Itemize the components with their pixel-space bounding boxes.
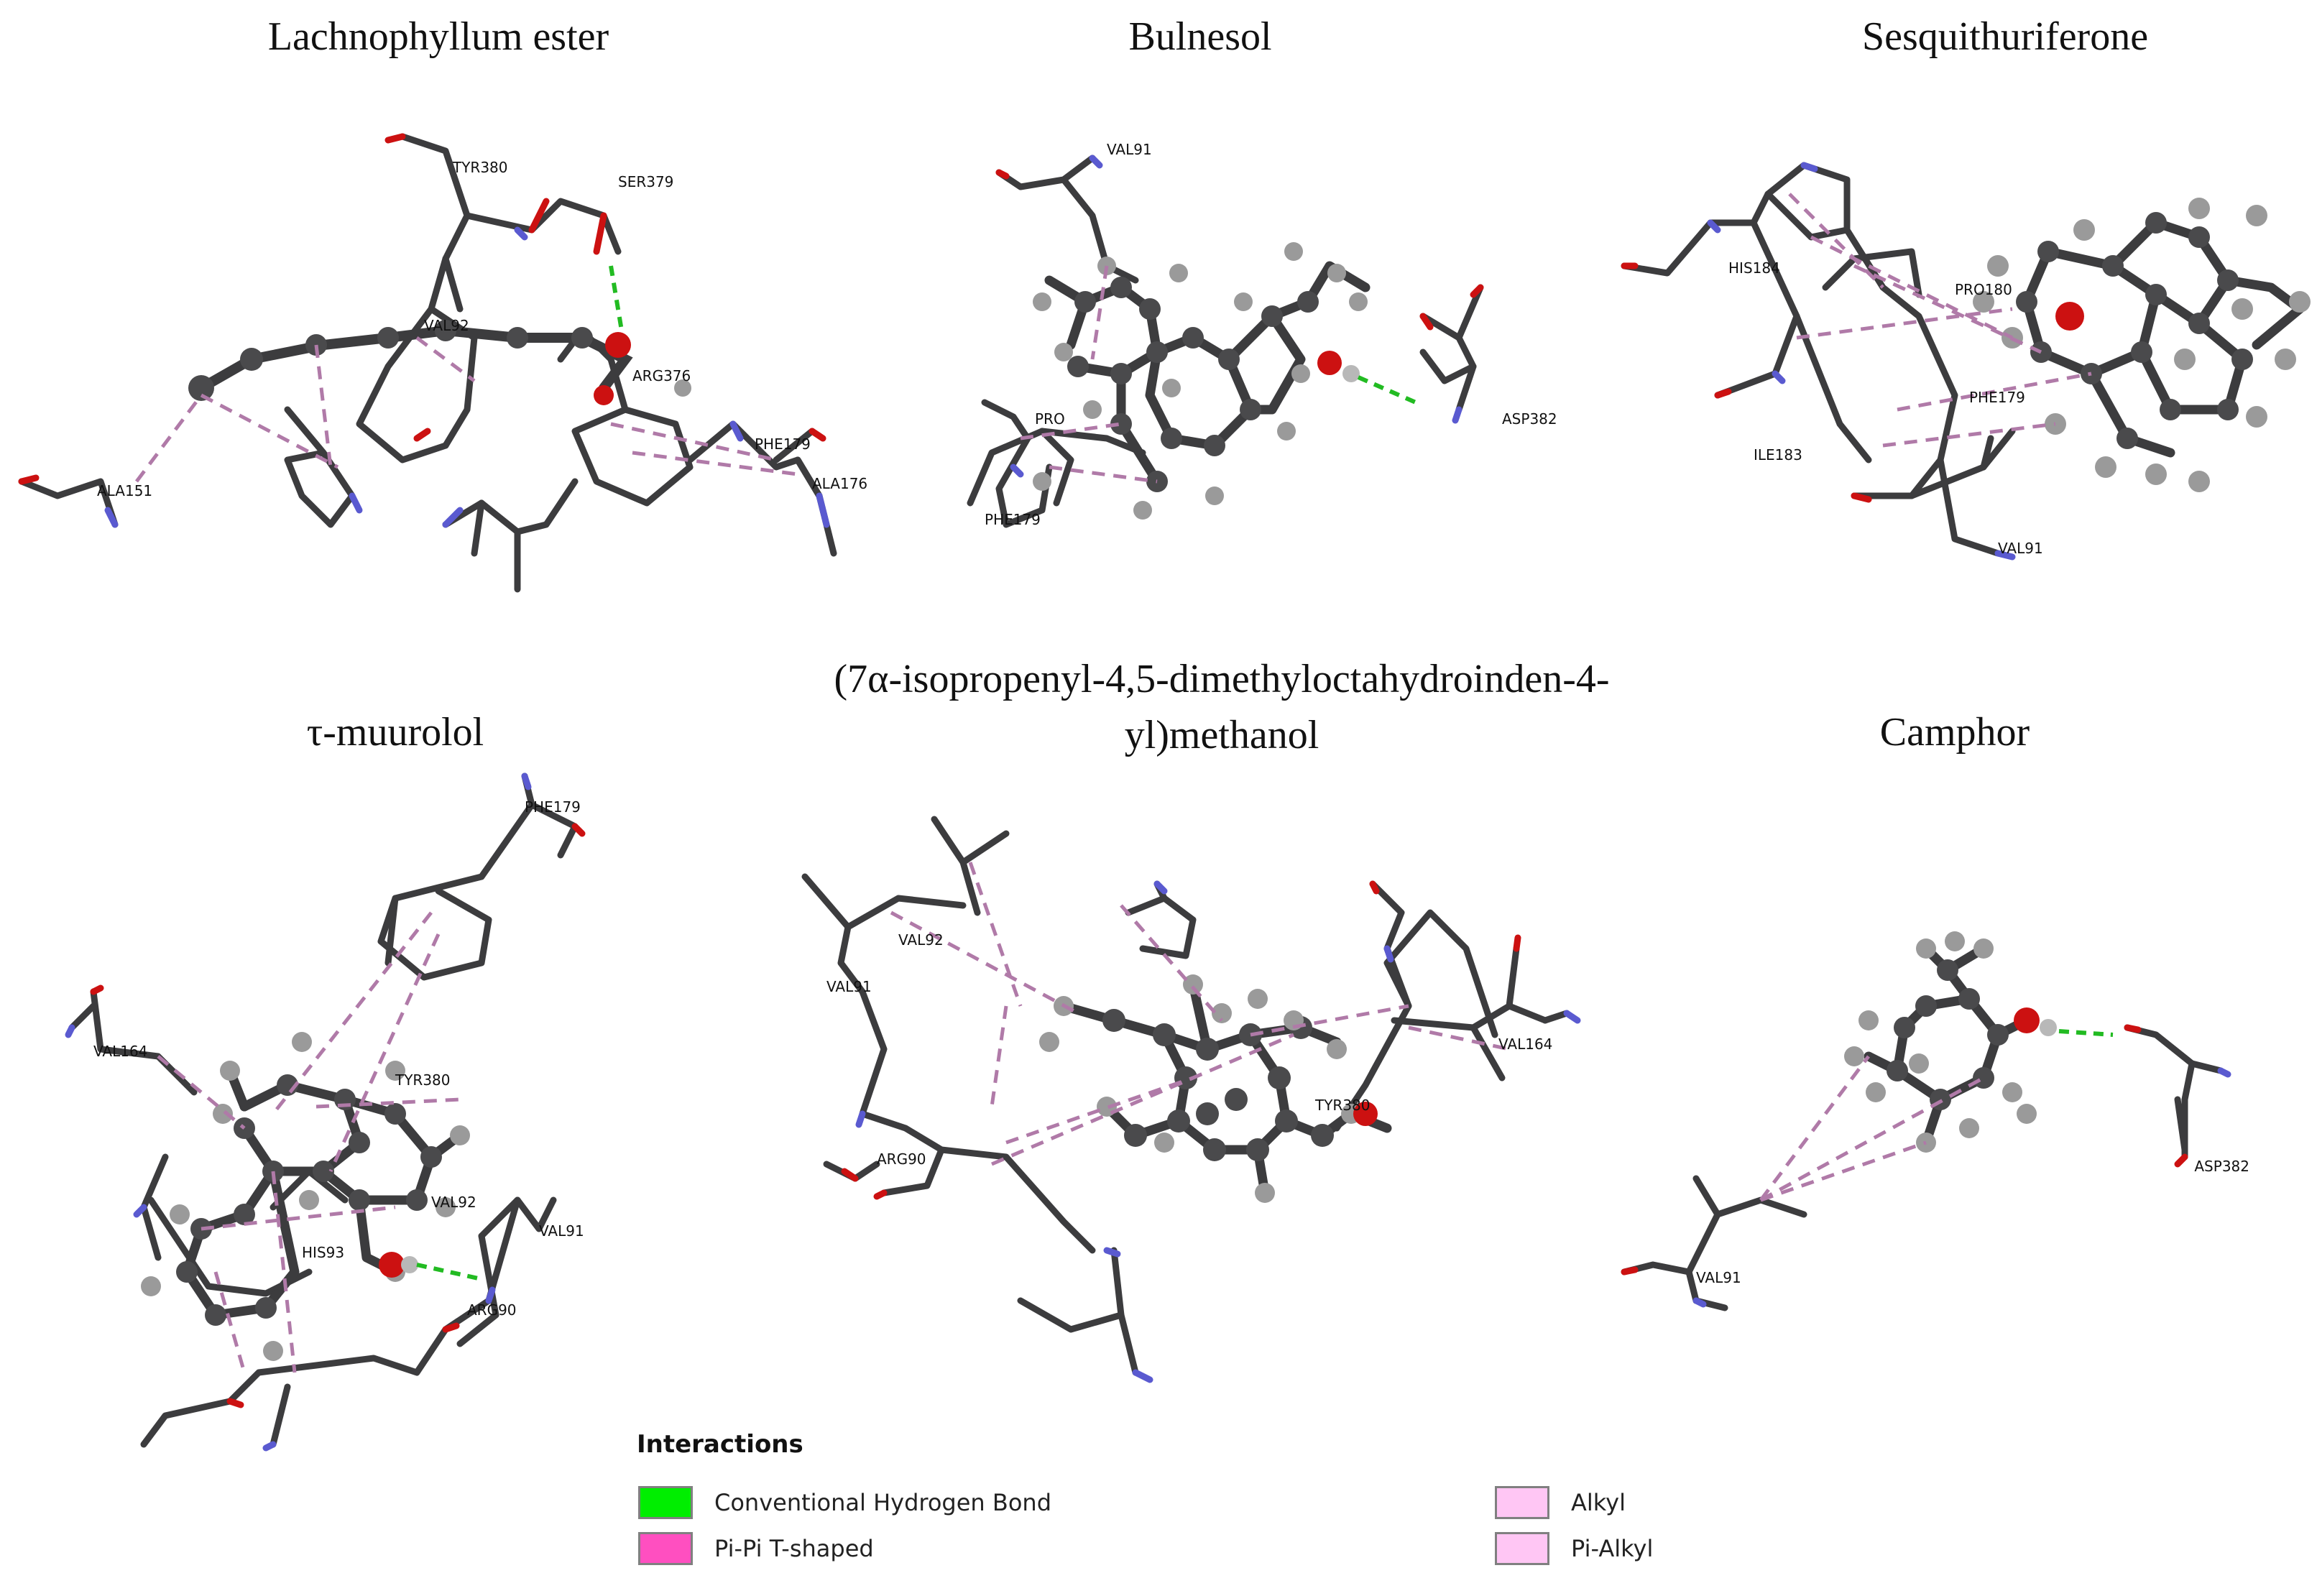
panel-title: Bulnesol (1128, 14, 1272, 59)
residue-label: PHE179 (985, 511, 1041, 528)
legend-swatch (1495, 1532, 1549, 1565)
residue-label: HIS184 (1728, 259, 1780, 277)
molecule-svg: HIS184 PRO180 PHE179 ILE183 VAL91 (1621, 162, 2311, 561)
residue-label: VAL91 (1107, 141, 1152, 158)
legend-item: Pi-Alkyl (1495, 1531, 1653, 1567)
docking-diagram-sesquithuriferone: HIS184 PRO180 PHE179 ILE183 VAL91 (1610, 122, 2314, 618)
residue-label: ILE183 (1754, 446, 1802, 463)
residue-label: VAL91 (1696, 1269, 1741, 1286)
legend-item: Pi-Pi T-shaped (638, 1531, 874, 1567)
legend-label: Pi-Pi T-shaped (714, 1535, 874, 1562)
residue-label: PRO180 (1955, 281, 2012, 298)
residue-label: SER379 (618, 173, 673, 190)
interactions-legend: Interactions Conventional Hydrogen Bond … (632, 1430, 2285, 1588)
panel-title: Lachnophyllum ester (267, 14, 609, 59)
residue-label: ALA151 (97, 482, 152, 499)
docking-diagram-lachnophyllum-ester: TYR380 SER379 VAL92 ARG376 PHE179 ALA176… (14, 122, 867, 640)
molecule-svg: VAL92 VAL91 TYR380 VAL164 ARG90 (801, 816, 1581, 1383)
legend-title: Interactions (637, 1430, 803, 1459)
residue-label: HIS93 (302, 1244, 344, 1261)
docking-diagram-isopropenyl-methanol: VAL92 VAL91 TYR380 VAL164 ARG90 (791, 805, 1610, 1394)
legend-swatch (638, 1532, 693, 1565)
legend-label: Alkyl (1571, 1489, 1626, 1516)
residue-label: VAL92 (431, 1194, 476, 1211)
residue-label: TYR380 (1314, 1097, 1371, 1114)
legend-swatch (638, 1486, 693, 1519)
residue-label: ALA176 (812, 475, 867, 492)
molecule-svg: VAL91 PRO PHE179 ASP382 (967, 141, 1557, 528)
docking-diagram-camphor: ASP382 VAL91 (1610, 913, 2257, 1344)
legend-item: Alkyl (1495, 1485, 1626, 1521)
residue-label: VAL91 (826, 978, 872, 995)
legend-swatch (1495, 1486, 1549, 1519)
legend-item: Conventional Hydrogen Bond (638, 1485, 1051, 1521)
residue-label: ARG90 (467, 1301, 517, 1319)
residue-label: ASP382 (2194, 1158, 2249, 1175)
residue-label: VAL92 (898, 931, 944, 949)
residue-label: VAL164 (93, 1043, 147, 1060)
molecule-svg: PHE179 VAL164 TYR380 VAL92 VAL91 HIS93 A… (65, 772, 586, 1452)
residue-label: VAL91 (539, 1222, 584, 1240)
molecule-svg: ASP382 VAL91 (1621, 931, 2249, 1311)
residue-label: ASP382 (1502, 410, 1557, 428)
residue-label: VAL164 (1498, 1035, 1552, 1053)
legend-label: Conventional Hydrogen Bond (714, 1489, 1051, 1516)
residue-label: ARG90 (877, 1150, 926, 1168)
residue-label: ARG376 (632, 367, 691, 384)
residue-label: PHE179 (1969, 389, 2025, 406)
residue-label: TYR380 (452, 159, 508, 176)
molecule-svg: TYR380 SER379 VAL92 ARG376 PHE179 ALA176… (18, 133, 867, 593)
residue-label: VAL92 (424, 317, 469, 334)
residue-label: PHE179 (525, 798, 581, 816)
residue-label: PRO (1035, 410, 1065, 428)
panel-title: (7α-isopropenyl-4,5-dimethyloctahydroind… (834, 657, 1610, 757)
legend-label: Pi-Alkyl (1571, 1535, 1654, 1562)
panel-title: Camphor (1879, 710, 2030, 755)
panel-title: τ-muurolol (306, 710, 484, 755)
residue-label: VAL91 (1998, 540, 2043, 557)
residue-label: PHE179 (755, 435, 811, 453)
panel-title: Sesquithuriferone (1861, 14, 2149, 59)
docking-diagram-tau-muurolol: PHE179 VAL164 TYR380 VAL92 VAL91 HIS93 A… (57, 769, 704, 1452)
residue-label: TYR380 (395, 1071, 451, 1089)
docking-diagram-bulnesol: VAL91 PRO PHE179 ASP382 (927, 122, 1588, 625)
